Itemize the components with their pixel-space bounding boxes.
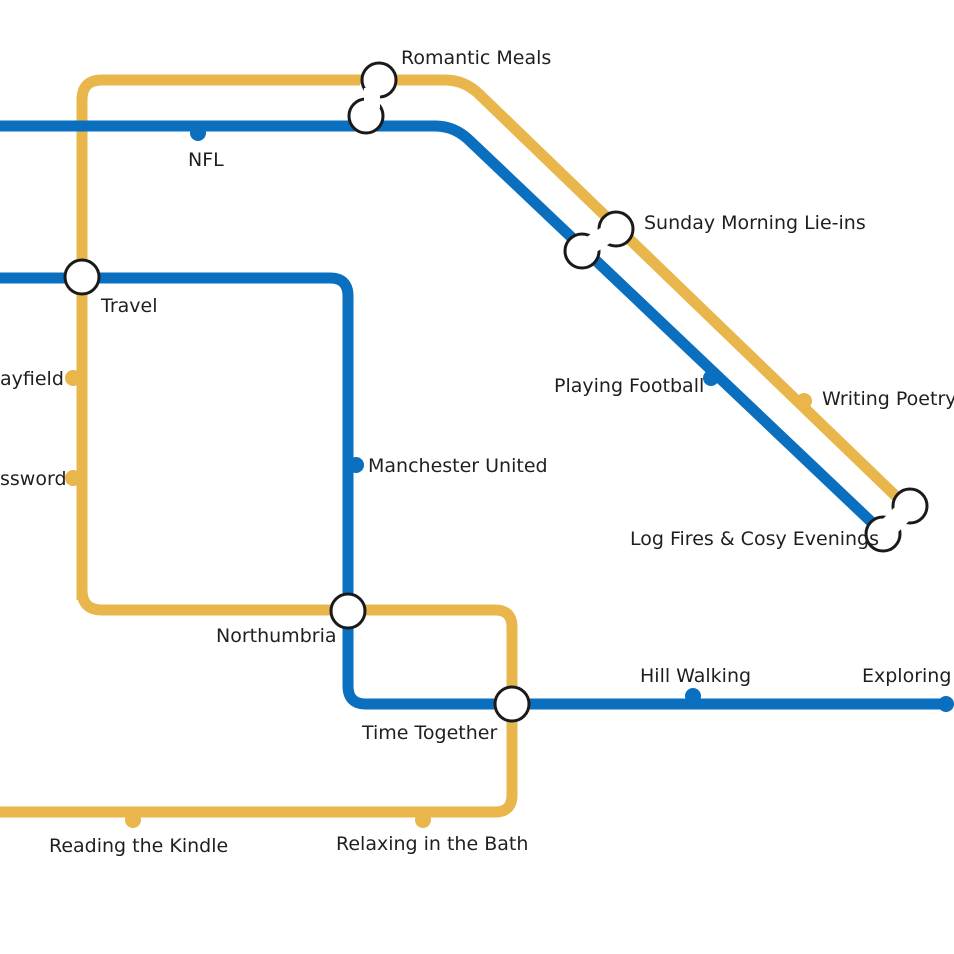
station-dot-writing-poetry xyxy=(796,393,812,409)
label-log-fires: Log Fires & Cosy Evenings xyxy=(630,528,879,550)
label-hill-walking: Hill Walking xyxy=(640,665,751,687)
station-dot-exploring xyxy=(938,696,954,712)
station-dot-reading-kindle xyxy=(125,812,141,828)
yellow-line-lower xyxy=(0,589,518,818)
label-northumbria: Northumbria xyxy=(216,625,337,647)
interchange-sunday-morning xyxy=(563,210,635,270)
label-password: ssword xyxy=(0,468,67,490)
interchange-log-fires xyxy=(864,487,929,553)
station-dot-password xyxy=(65,470,81,486)
label-travel: Travel xyxy=(100,295,157,317)
label-sunday-morning: Sunday Morning Lie-ins xyxy=(644,212,866,234)
label-mayfield: ayfield xyxy=(0,368,64,390)
label-exploring: Exploring C xyxy=(862,665,954,687)
station-dot-manchester-united xyxy=(348,457,364,473)
yellow-line-outer xyxy=(76,74,909,600)
label-playing-football: Playing Football xyxy=(554,375,704,397)
station-dot-mayfield xyxy=(65,370,81,386)
label-relaxing-bath: Relaxing in the Bath xyxy=(336,833,528,855)
label-writing-poetry: Writing Poetry xyxy=(822,388,954,410)
interchange-northumbria xyxy=(329,592,367,630)
interchange-romantic-meals xyxy=(347,61,398,135)
blue-line-top xyxy=(0,120,887,537)
label-romantic-meals: Romantic Meals xyxy=(401,47,551,69)
interchange-time-together xyxy=(493,685,531,723)
label-nfl: NFL xyxy=(188,149,224,171)
label-reading-kindle: Reading the Kindle xyxy=(49,835,228,857)
station-dot-hill-walking xyxy=(685,688,701,704)
blue-line-middle xyxy=(0,272,950,710)
station-dot-relaxing-bath xyxy=(415,812,431,828)
station-dot-nfl xyxy=(190,125,206,141)
label-time-together: Time Together xyxy=(361,722,497,744)
interchange-travel xyxy=(63,258,101,296)
station-dot-playing-football xyxy=(703,370,719,386)
label-manchester-united: Manchester United xyxy=(368,455,548,477)
